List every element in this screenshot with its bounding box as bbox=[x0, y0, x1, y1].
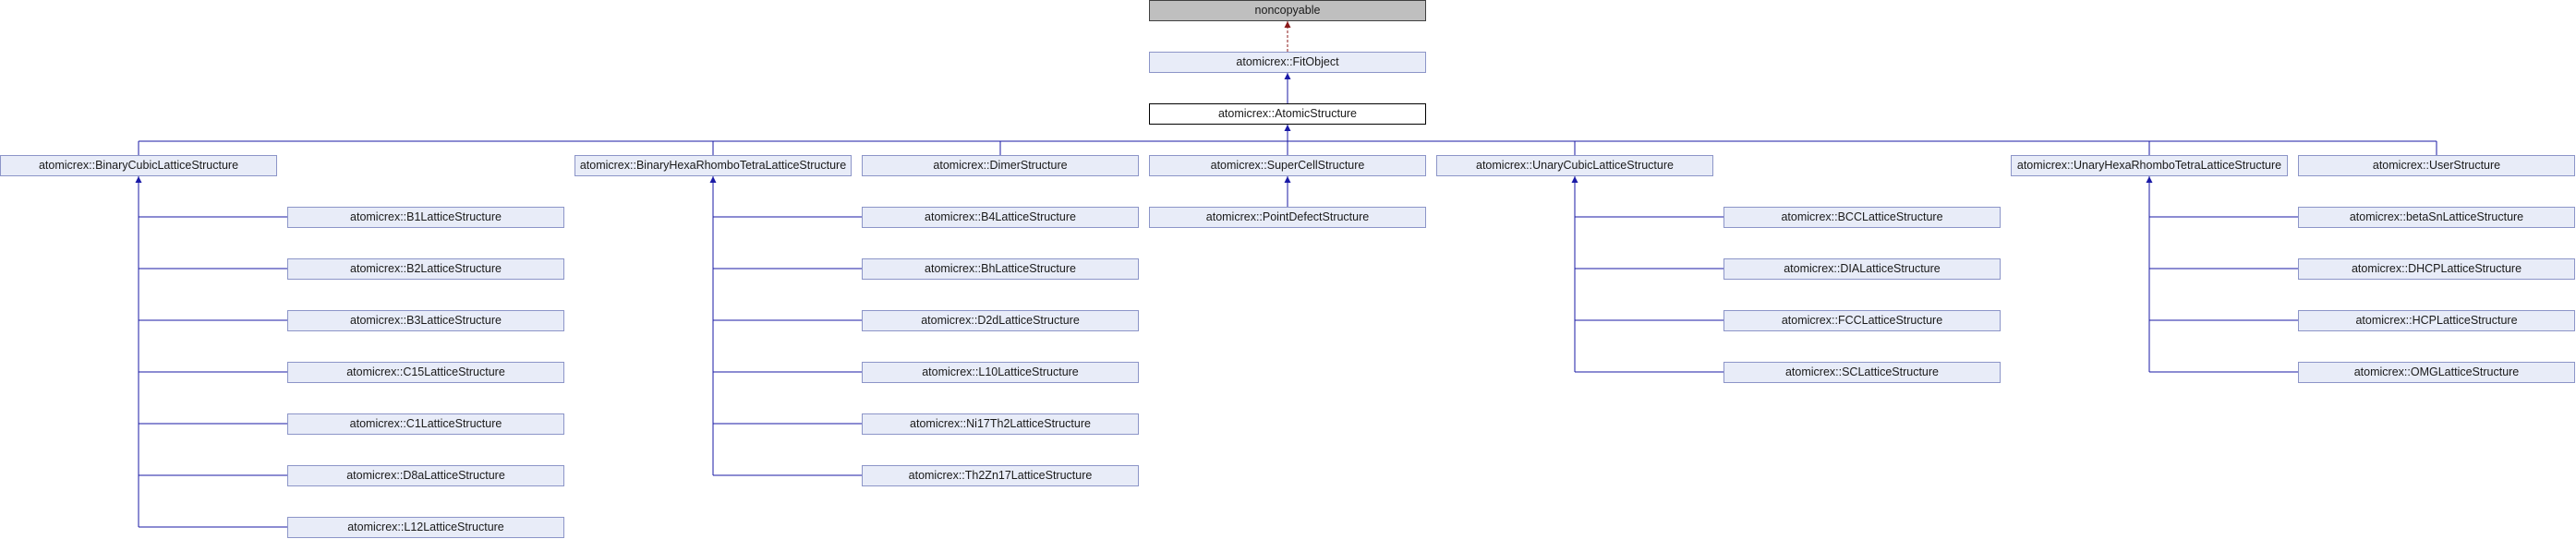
node-b1-lattice-structure[interactable]: atomicrex::B1LatticeStructure bbox=[287, 207, 564, 228]
node-th2zn17-lattice-structure[interactable]: atomicrex::Th2Zn17LatticeStructure bbox=[862, 465, 1139, 486]
node-c15-lattice-structure[interactable]: atomicrex::C15LatticeStructure bbox=[287, 362, 564, 383]
edge-arrowhead bbox=[1284, 73, 1291, 79]
node-d8a-lattice-structure[interactable]: atomicrex::D8aLatticeStructure bbox=[287, 465, 564, 486]
edge-arrowhead bbox=[1284, 176, 1291, 183]
edge-arrowhead bbox=[1284, 125, 1291, 131]
node-hcp-lattice-structure[interactable]: atomicrex::HCPLatticeStructure bbox=[2298, 310, 2575, 331]
node-omg-lattice-structure[interactable]: atomicrex::OMGLatticeStructure bbox=[2298, 362, 2575, 383]
node-l12-lattice-structure[interactable]: atomicrex::L12LatticeStructure bbox=[287, 517, 564, 538]
node-fcc-lattice-structure[interactable]: atomicrex::FCCLatticeStructure bbox=[1723, 310, 2001, 331]
node-betasn-lattice-structure[interactable]: atomicrex::betaSnLatticeStructure bbox=[2298, 207, 2575, 228]
node-dhcp-lattice-structure[interactable]: atomicrex::DHCPLatticeStructure bbox=[2298, 258, 2575, 280]
node-fitobject[interactable]: atomicrex::FitObject bbox=[1149, 52, 1426, 73]
node-c1-lattice-structure[interactable]: atomicrex::C1LatticeStructure bbox=[287, 413, 564, 435]
node-bh-lattice-structure[interactable]: atomicrex::BhLatticeStructure bbox=[862, 258, 1139, 280]
node-user-structure[interactable]: atomicrex::UserStructure bbox=[2298, 155, 2575, 176]
node-b2-lattice-structure[interactable]: atomicrex::B2LatticeStructure bbox=[287, 258, 564, 280]
node-bcc-lattice-structure[interactable]: atomicrex::BCCLatticeStructure bbox=[1723, 207, 2001, 228]
node-atomic-structure: atomicrex::AtomicStructure bbox=[1149, 103, 1426, 125]
node-l10-lattice-structure[interactable]: atomicrex::L10LatticeStructure bbox=[862, 362, 1139, 383]
edge-arrowhead bbox=[1571, 176, 1578, 183]
node-binary-cubic-lattice-structure[interactable]: atomicrex::BinaryCubicLatticeStructure bbox=[0, 155, 277, 176]
edge-arrowhead bbox=[135, 176, 142, 183]
node-b4-lattice-structure[interactable]: atomicrex::B4LatticeStructure bbox=[862, 207, 1139, 228]
node-point-defect-structure[interactable]: atomicrex::PointDefectStructure bbox=[1149, 207, 1426, 228]
node-dimer-structure[interactable]: atomicrex::DimerStructure bbox=[862, 155, 1139, 176]
node-dia-lattice-structure[interactable]: atomicrex::DIALatticeStructure bbox=[1723, 258, 2001, 280]
node-unary-hexa-rhombo-tetra-lattice-structure[interactable]: atomicrex::UnaryHexaRhomboTetraLatticeSt… bbox=[2011, 155, 2288, 176]
node-sc-lattice-structure[interactable]: atomicrex::SCLatticeStructure bbox=[1723, 362, 2001, 383]
edge-arrowhead bbox=[2146, 176, 2153, 183]
node-b3-lattice-structure[interactable]: atomicrex::B3LatticeStructure bbox=[287, 310, 564, 331]
inheritance-edges bbox=[135, 21, 2437, 528]
node-noncopyable: noncopyable bbox=[1149, 0, 1426, 21]
node-binary-hexa-rhombo-tetra-lattice-structure[interactable]: atomicrex::BinaryHexaRhomboTetraLatticeS… bbox=[574, 155, 852, 176]
node-d2d-lattice-structure[interactable]: atomicrex::D2dLatticeStructure bbox=[862, 310, 1139, 331]
node-ni17th2-lattice-structure[interactable]: atomicrex::Ni17Th2LatticeStructure bbox=[862, 413, 1139, 435]
edge-arrowhead bbox=[709, 176, 717, 183]
node-supercell-structure[interactable]: atomicrex::SuperCellStructure bbox=[1149, 155, 1426, 176]
edge-arrowhead bbox=[1284, 21, 1291, 28]
node-unary-cubic-lattice-structure[interactable]: atomicrex::UnaryCubicLatticeStructure bbox=[1436, 155, 1713, 176]
